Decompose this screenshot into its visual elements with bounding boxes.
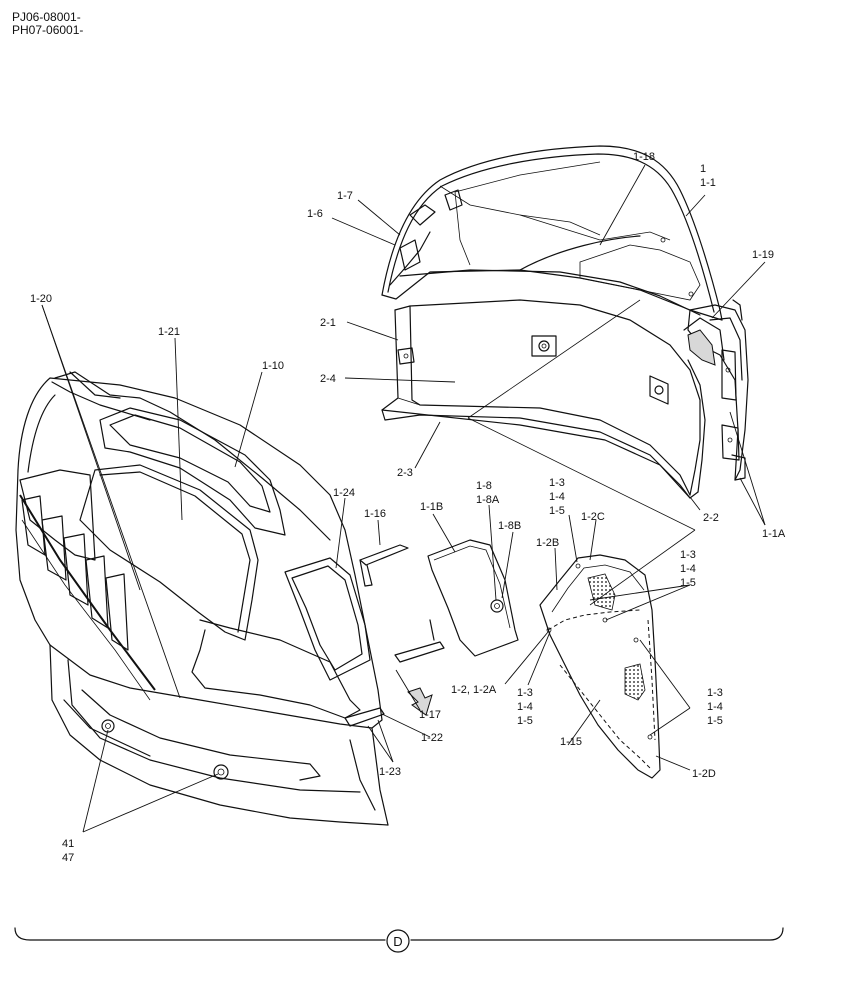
callout-1-23: 1-23 bbox=[379, 766, 401, 778]
callout-1-1B: 1-1B bbox=[420, 501, 443, 513]
callout-1-8A: 1-8A bbox=[476, 494, 500, 506]
callout-1-20: 1-20 bbox=[30, 293, 52, 305]
callout-1-17: 1-17 bbox=[419, 709, 441, 721]
callout-1-4-b: 1-4 bbox=[680, 563, 696, 575]
callout-1-8: 1-8 bbox=[476, 480, 492, 492]
callout-2-2: 2-2 bbox=[703, 512, 719, 524]
callout-1-8B: 1-8B bbox=[498, 520, 521, 532]
callout-1-3-d: 1-3 bbox=[707, 687, 723, 699]
section-marker-letter: D bbox=[393, 934, 402, 949]
callout-1-21: 1-21 bbox=[158, 326, 180, 338]
serial-line-1: PJ06-08001- bbox=[12, 10, 81, 24]
callout-1-5-a: 1-5 bbox=[549, 505, 565, 517]
callout-1-3-b: 1-3 bbox=[680, 549, 696, 561]
callout-1-22: 1-22 bbox=[421, 732, 443, 744]
callout-1-5-d: 1-5 bbox=[707, 715, 723, 727]
callout-1-7: 1-7 bbox=[337, 190, 353, 202]
callout-1-3-c: 1-3 bbox=[517, 687, 533, 699]
callout-1-10: 1-10 bbox=[262, 360, 284, 372]
callout-1-2D: 1-2D bbox=[692, 768, 716, 780]
callout-1-6: 1-6 bbox=[307, 208, 323, 220]
callout-1-4-a: 1-4 bbox=[549, 491, 565, 503]
inner-curved-panel bbox=[381, 299, 706, 499]
right-side-panel bbox=[683, 299, 749, 481]
loose-window-parts bbox=[359, 539, 519, 716]
serial-line-2: PH07-06001- bbox=[12, 23, 84, 37]
callout-1-24: 1-24 bbox=[333, 487, 355, 499]
section-marker-circle bbox=[386, 929, 410, 953]
part-callouts: 1-18 1 1-1 1-7 1-6 1-19 2-1 2-4 2-3 2-2 … bbox=[30, 151, 786, 864]
leader-lines bbox=[41, 164, 766, 833]
callout-2-4: 2-4 bbox=[320, 373, 336, 385]
callout-1-15: 1-15 bbox=[560, 736, 582, 748]
section-bracket: D bbox=[14, 927, 784, 953]
explosion-guide-lines bbox=[467, 299, 696, 606]
callout-1-2B: 1-2B bbox=[536, 537, 559, 549]
callout-1-4-c: 1-4 bbox=[517, 701, 533, 713]
callout-1-16: 1-16 bbox=[364, 508, 386, 520]
right-perforated-panel bbox=[539, 554, 661, 779]
callout-47: 47 bbox=[62, 852, 74, 864]
callout-2-3: 2-3 bbox=[397, 467, 413, 479]
serial-range: PJ06-08001- PH07-06001- bbox=[12, 11, 83, 37]
callout-1-2-1-2A: 1-2, 1-2A bbox=[451, 684, 497, 696]
callout-1-2C: 1-2C bbox=[581, 511, 605, 523]
callout-41: 41 bbox=[62, 838, 74, 850]
front-hood bbox=[15, 371, 389, 826]
callout-1-5-b: 1-5 bbox=[680, 577, 696, 589]
callout-1-3-a: 1-3 bbox=[549, 477, 565, 489]
callout-1-19: 1-19 bbox=[752, 249, 774, 261]
callout-2-1: 2-1 bbox=[320, 317, 336, 329]
callout-1-18: 1-18 bbox=[633, 151, 655, 163]
callout-1: 1 bbox=[700, 163, 706, 175]
callout-1-4-d: 1-4 bbox=[707, 701, 723, 713]
callout-1-1: 1-1 bbox=[700, 177, 716, 189]
callout-1-1A: 1-1A bbox=[762, 528, 786, 540]
callout-1-5-c: 1-5 bbox=[517, 715, 533, 727]
top-hood-cover bbox=[381, 145, 723, 321]
